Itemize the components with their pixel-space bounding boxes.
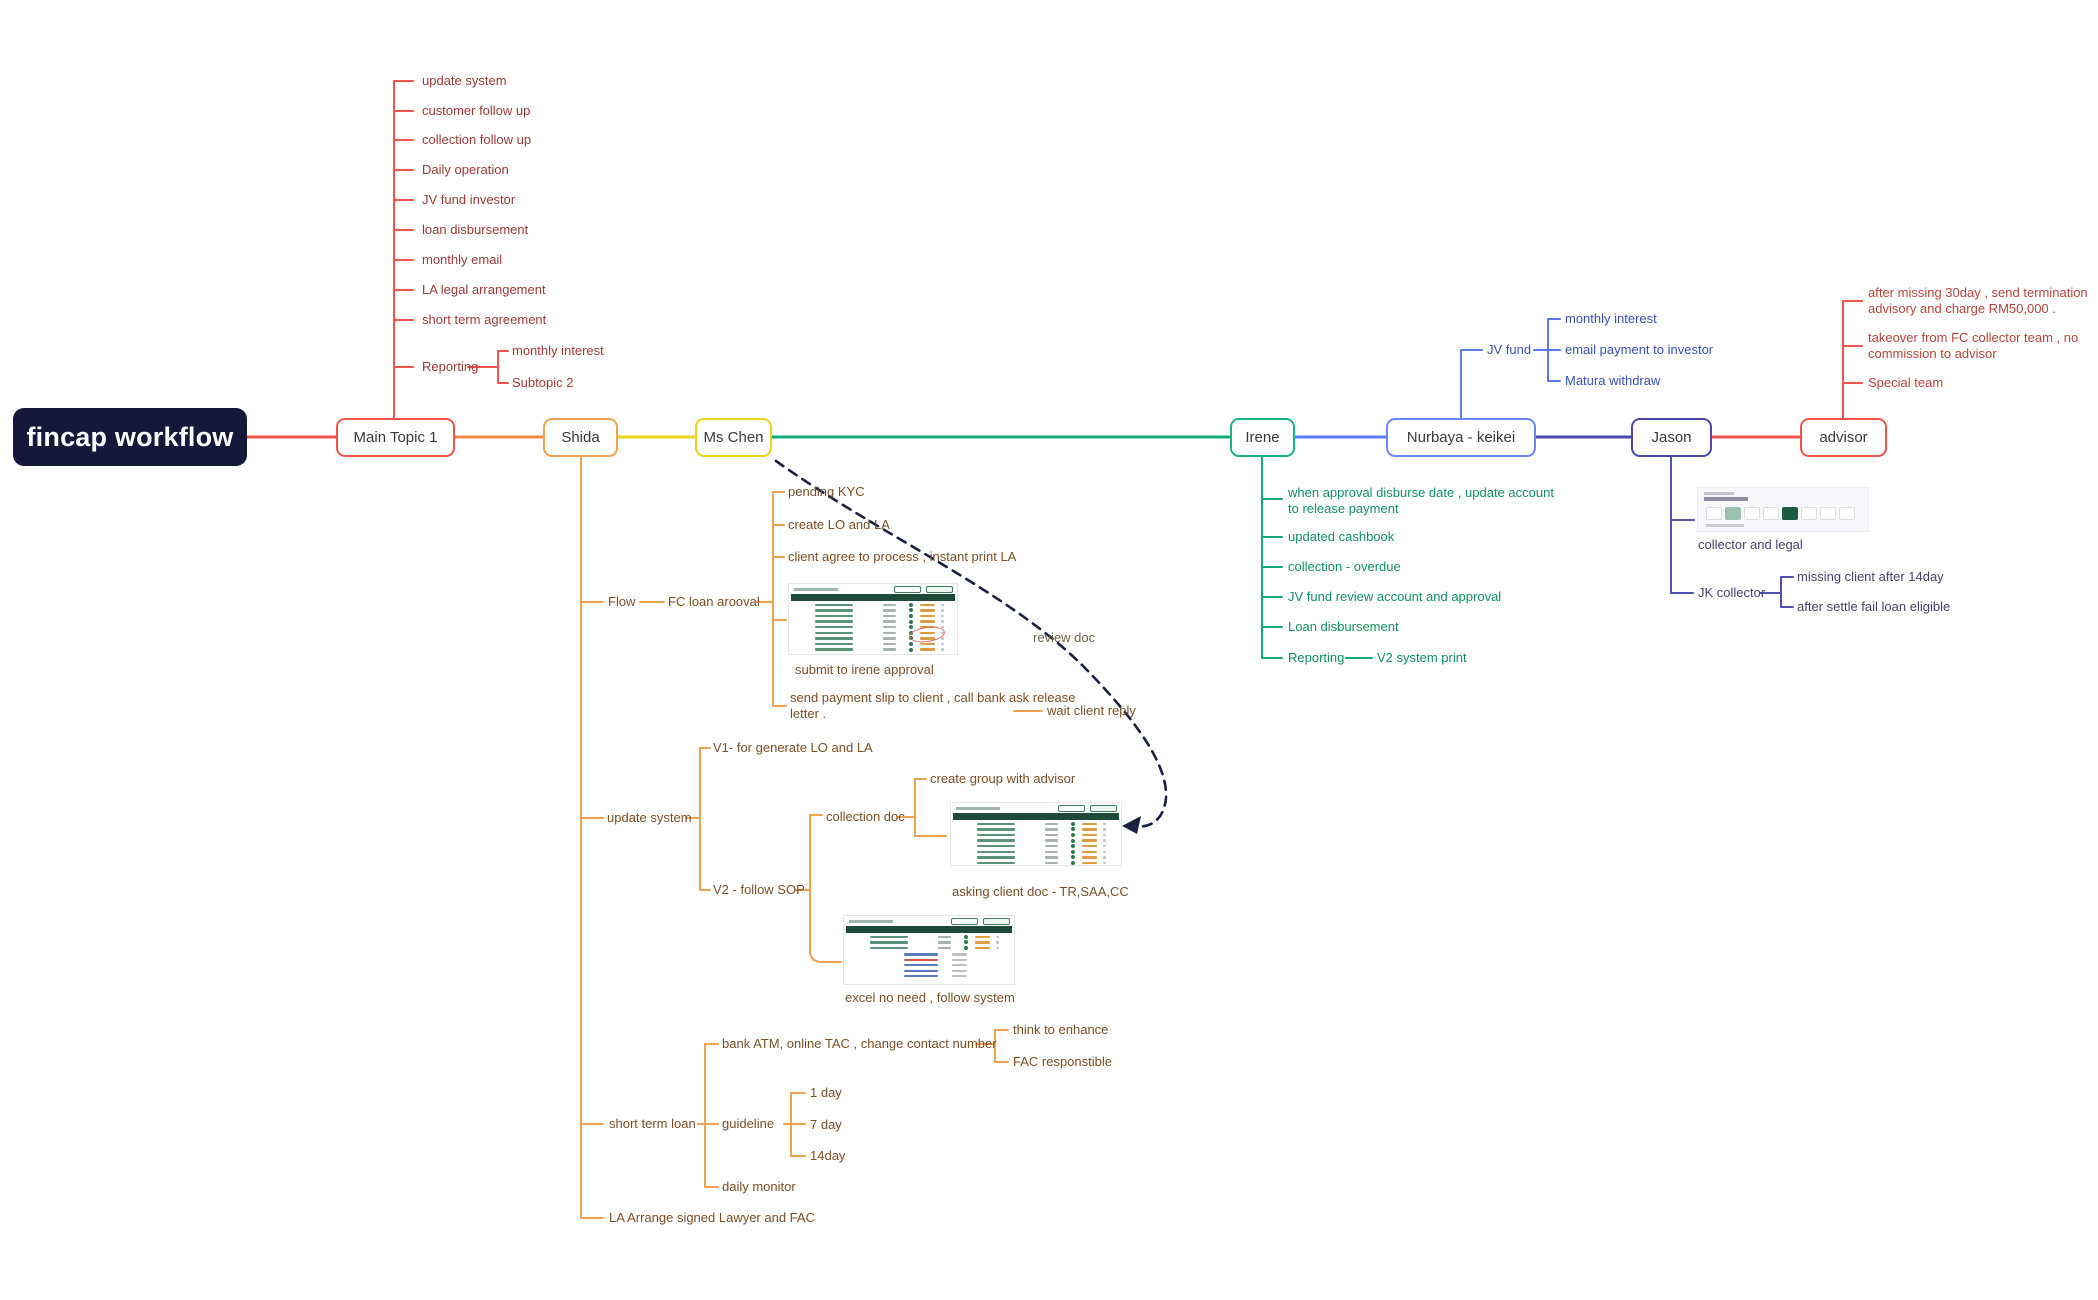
node-1-day[interactable]: 1 day xyxy=(810,1085,842,1100)
collection-doc-screenshot[interactable] xyxy=(950,802,1122,866)
node-approval-disburse-date[interactable]: when approval disburse date , update acc… xyxy=(1288,485,1554,516)
node-updated-cashbook[interactable]: updated cashbook xyxy=(1288,529,1395,544)
table-header-bar xyxy=(846,926,1012,933)
topic-shida[interactable]: Shida xyxy=(543,418,618,457)
panel-checkbox-bar xyxy=(1706,524,1744,527)
node-7-day[interactable]: 7 day xyxy=(810,1117,842,1132)
node-bank-atm-online-tac[interactable]: bank ATM, online TAC , change contact nu… xyxy=(722,1036,997,1051)
table-header-bar xyxy=(791,594,955,601)
node-loan-disbursement[interactable]: loan disbursement xyxy=(422,222,529,237)
topic-nurbaya-keikei[interactable]: Nurbaya - keikei xyxy=(1386,418,1536,457)
node-send-payment-slip[interactable]: send payment slip to client , call bank … xyxy=(790,690,1076,721)
node-v1-generate-lo-la[interactable]: V1- for generate LO and LA xyxy=(713,740,873,755)
node-reporting[interactable]: Reporting xyxy=(422,359,479,374)
node-irene-reporting[interactable]: Reporting xyxy=(1288,650,1345,665)
node-missing-client-14day[interactable]: missing client after 14day xyxy=(1797,569,1944,584)
node-shida-update-system[interactable]: update system xyxy=(607,810,692,825)
node-daily-operation[interactable]: Daily operation xyxy=(422,162,509,177)
node-monthly-interest[interactable]: monthly interest xyxy=(512,343,604,358)
status-filter-cards xyxy=(1706,507,1855,520)
node-special-team[interactable]: Special team xyxy=(1868,375,1944,390)
table-header-bar xyxy=(953,813,1119,820)
node-collection-doc[interactable]: collection doc xyxy=(826,809,905,824)
node-jk-collector[interactable]: JK collector xyxy=(1698,585,1766,600)
node-jv-fund-investor[interactable]: JV fund investor xyxy=(422,192,516,207)
topic-ms-chen[interactable]: Ms Chen xyxy=(695,418,772,457)
screenshot-button xyxy=(894,586,921,593)
node-fac-responstible[interactable]: FAC responstible xyxy=(1013,1054,1112,1069)
node-collection-follow-up[interactable]: collection follow up xyxy=(422,132,532,147)
node-monthly-email[interactable]: monthly email xyxy=(422,252,503,267)
node-jv-fund[interactable]: JV fund xyxy=(1487,342,1532,357)
screenshot-button xyxy=(1058,805,1085,812)
node-after-settle-fail-loan[interactable]: after settle fail loan eligible xyxy=(1797,599,1951,614)
screenshot-button xyxy=(926,586,953,593)
node-nurbaya-monthly-interest[interactable]: monthly interest xyxy=(1565,311,1657,326)
excel-system-screenshot[interactable] xyxy=(843,915,1015,985)
node-think-to-enhance[interactable]: think to enhance xyxy=(1013,1022,1109,1037)
collector-panel-screenshot[interactable] xyxy=(1697,487,1869,532)
fc-loan-approval-screenshot[interactable] xyxy=(788,583,958,655)
review-doc-label: review doc xyxy=(1033,630,1096,645)
topic-irene[interactable]: Irene xyxy=(1230,418,1295,457)
node-la-legal-arrangement[interactable]: LA legal arrangement xyxy=(422,282,546,297)
node-v2-follow-sop[interactable]: V2 - follow SOP xyxy=(713,882,805,897)
panel-breadcrumb-bar xyxy=(1704,492,1734,495)
node-14day[interactable]: 14day xyxy=(810,1148,846,1163)
node-guideline[interactable]: guideline xyxy=(722,1116,775,1131)
node-submit-irene-approval[interactable]: submit to irene approval xyxy=(795,662,934,677)
node-wait-client-reply[interactable]: wait client reply xyxy=(1047,703,1136,718)
node-short-term-loan[interactable]: short term loan xyxy=(609,1116,696,1131)
topic-advisor[interactable]: advisor xyxy=(1800,418,1887,457)
node-loan-disbursement-irene[interactable]: Loan disbursement xyxy=(1288,619,1399,634)
node-update-system[interactable]: update system xyxy=(422,73,507,88)
node-create-lo-la[interactable]: create LO and LA xyxy=(788,517,890,532)
node-email-payment-investor[interactable]: email payment to investor xyxy=(1565,342,1714,357)
node-customer-follow-up[interactable]: customer follow up xyxy=(422,103,531,118)
node-client-agree-process[interactable]: client agree to process , instant print … xyxy=(788,549,1017,564)
node-collector-and-legal[interactable]: collector and legal xyxy=(1698,537,1803,552)
screenshot-button xyxy=(951,918,978,925)
screenshot-title-bar xyxy=(794,588,838,591)
panel-title-bar xyxy=(1704,497,1748,501)
node-collection-overdue[interactable]: collection - overdue xyxy=(1288,559,1401,574)
node-la-arrange-signed[interactable]: LA Arrange signed Lawyer and FAC xyxy=(609,1210,815,1225)
screenshot-title-bar xyxy=(849,920,893,923)
screenshot-button xyxy=(983,918,1010,925)
node-jv-fund-review[interactable]: JV fund review account and approval xyxy=(1288,589,1502,604)
node-pending-kyc[interactable]: pending KYC xyxy=(788,484,865,499)
node-subtopic-2[interactable]: Subtopic 2 xyxy=(512,375,574,390)
root-topic[interactable]: fincap workflow xyxy=(13,408,247,466)
topic-main-topic-1[interactable]: Main Topic 1 xyxy=(336,418,455,457)
topic-jason[interactable]: Jason xyxy=(1631,418,1712,457)
node-takeover-fc-collector[interactable]: takeover from FC collector team , no com… xyxy=(1868,330,2079,361)
screenshot-button xyxy=(1090,805,1117,812)
node-short-term-agreement[interactable]: short term agreement xyxy=(422,312,547,327)
node-daily-monitor[interactable]: daily monitor xyxy=(722,1179,796,1194)
node-excel-no-need[interactable]: excel no need , follow system xyxy=(845,990,1015,1005)
node-flow[interactable]: Flow xyxy=(608,594,636,609)
screenshot-title-bar xyxy=(956,807,1000,810)
node-after-missing-30day[interactable]: after missing 30day , send termination a… xyxy=(1868,285,2088,316)
node-fc-loan-arooval[interactable]: FC loan arooval xyxy=(668,594,760,609)
node-asking-client-doc[interactable]: asking client doc - TR,SAA,CC xyxy=(952,884,1129,899)
node-matura-withdraw[interactable]: Matura withdraw xyxy=(1565,373,1661,388)
node-create-group-advisor[interactable]: create group with advisor xyxy=(930,771,1076,786)
node-v2-system-print[interactable]: V2 system print xyxy=(1377,650,1467,665)
